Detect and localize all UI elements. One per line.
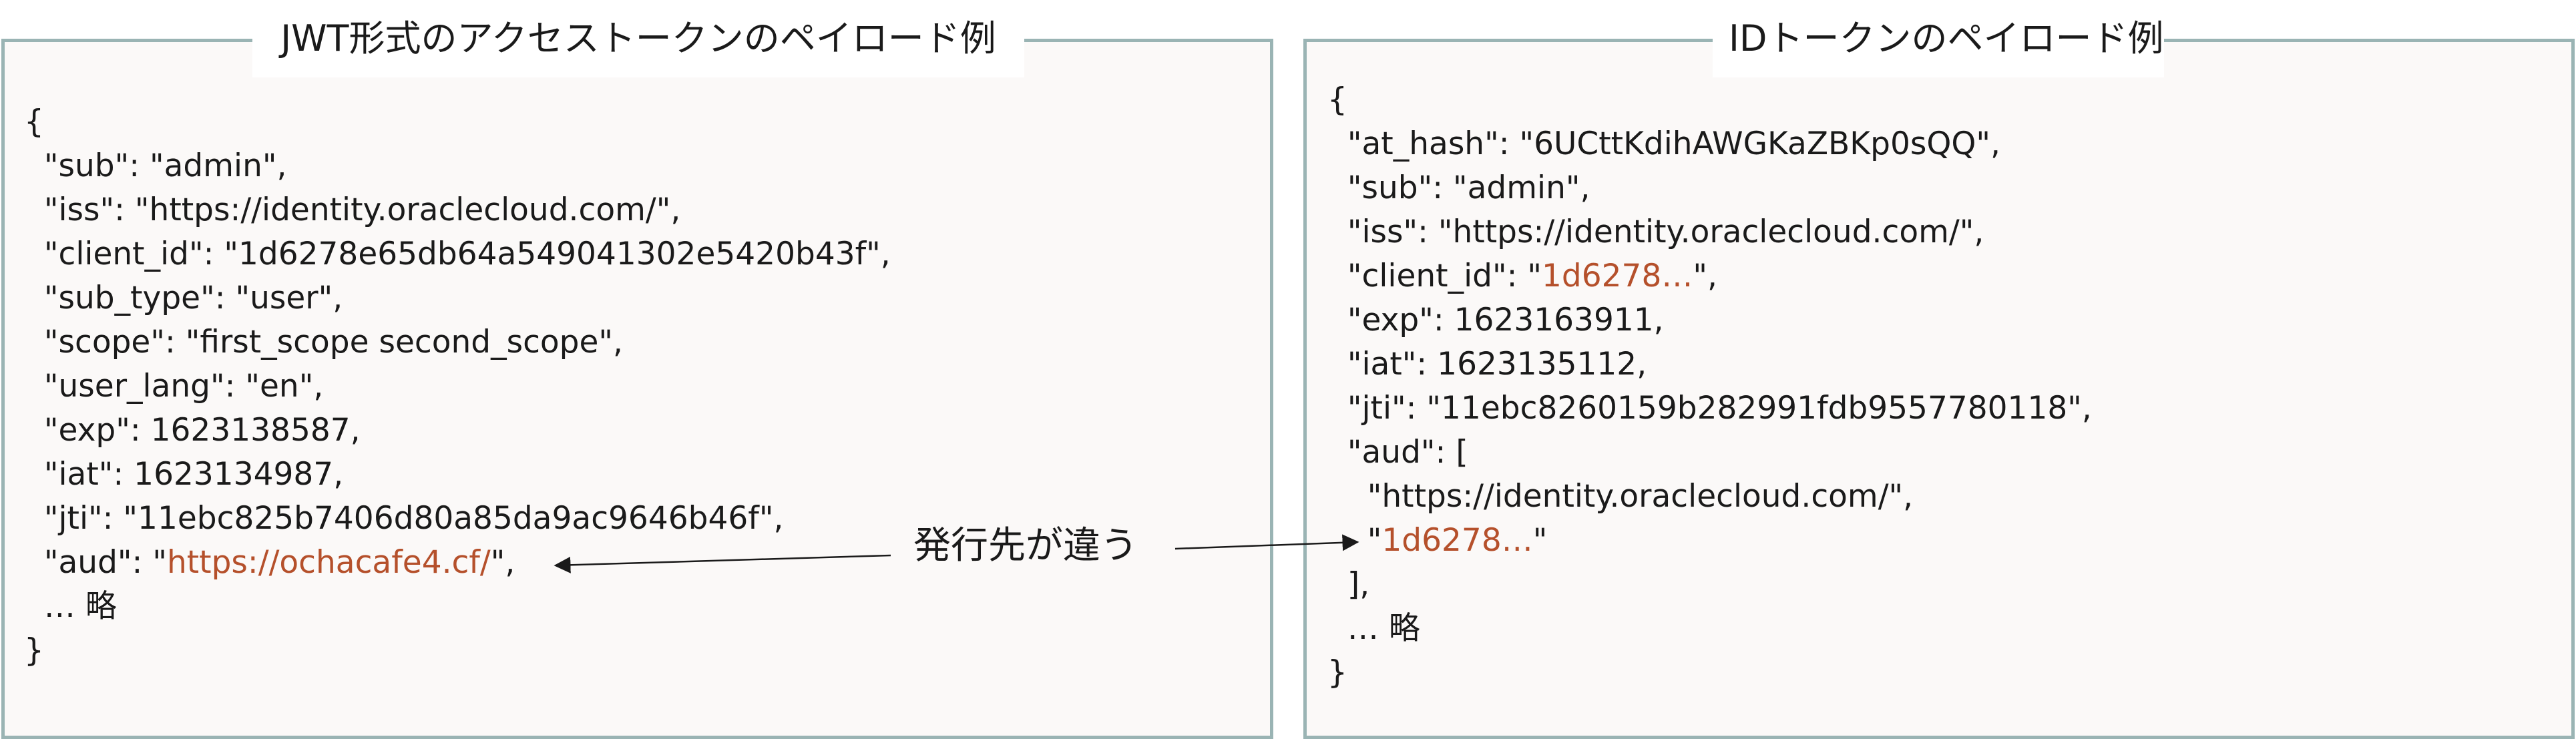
code-line: "sub": "admin", [1327, 170, 1590, 206]
code-line-suffix: " [1532, 522, 1548, 559]
code-line: "jti": "11ebc8260159b282991fdb9557780118… [1327, 390, 2092, 427]
code-line-prefix: "aud": " [24, 544, 167, 581]
access-token-panel [1, 39, 1273, 739]
code-line-prefix: " [1327, 522, 1382, 559]
code-line: … 略 [24, 588, 117, 625]
code-line: "client_id": "1d6278…", [1327, 254, 2092, 298]
highlighted-value: 1d6278… [1381, 522, 1533, 559]
code-line: "aud": "https://ochacafe4.cf/", [24, 541, 891, 585]
access-token-panel-title: JWT形式のアクセストークンのペイロード例 [252, 0, 1024, 77]
code-line: "iss": "https://identity.oraclecloud.com… [1327, 214, 1984, 250]
code-line: "scope": "first_scope second_scope", [24, 324, 623, 360]
code-line-suffix: ", [490, 544, 515, 581]
code-line: "exp": 1623163911, [1327, 302, 1664, 338]
code-line: "iat": 1623134987, [24, 456, 344, 493]
arrow-to-access-token-aud [554, 554, 891, 573]
code-line: "1d6278…" [1327, 519, 2092, 563]
code-line: { [24, 103, 44, 140]
highlighted-value: https://ochacafe4.cf/ [166, 544, 491, 581]
code-line: { [1327, 81, 1347, 118]
code-line: } [1327, 654, 1347, 691]
code-line: "sub_type": "user", [24, 280, 343, 316]
audience-difference-label: 発行先が違う [913, 524, 1138, 567]
code-line: … 略 [1327, 610, 1420, 647]
code-line: "iss": "https://identity.oraclecloud.com… [24, 192, 681, 228]
code-line: ], [1327, 566, 1370, 603]
highlighted-value: 1d6278… [1542, 258, 1693, 294]
code-line: "at_hash": "6UCttKdihAWGKaZBKp0sQQ", [1327, 126, 2000, 162]
code-line: "https://identity.oraclecloud.com/", [1327, 478, 1914, 515]
code-line: "iat": 1623135112, [1327, 346, 1647, 383]
code-line-suffix: ", [1693, 258, 1717, 294]
code-line: } [24, 632, 44, 669]
id-token-payload: { "at_hash": "6UCttKdihAWGKaZBKp0sQQ", "… [1327, 78, 2092, 695]
id-token-panel [1303, 39, 2575, 739]
access-token-payload: { "sub": "admin", "iss": "https://identi… [24, 100, 891, 673]
code-line-prefix: "client_id": " [1327, 258, 1542, 294]
code-line: "jti": "11ebc825b7406d80a85da9ac9646b46f… [24, 500, 784, 537]
code-line: "client_id": "1d6278e65db64a549041302e54… [24, 236, 891, 272]
code-line: "user_lang": "en", [24, 368, 324, 405]
code-line: "sub": "admin", [24, 148, 287, 184]
id-token-panel-title: IDトークンのペイロード例 [1713, 0, 2164, 77]
arrow-to-id-token-aud [1174, 534, 1359, 551]
code-line: "exp": 1623138587, [24, 412, 361, 449]
code-line: "aud": [ [1327, 434, 1468, 471]
